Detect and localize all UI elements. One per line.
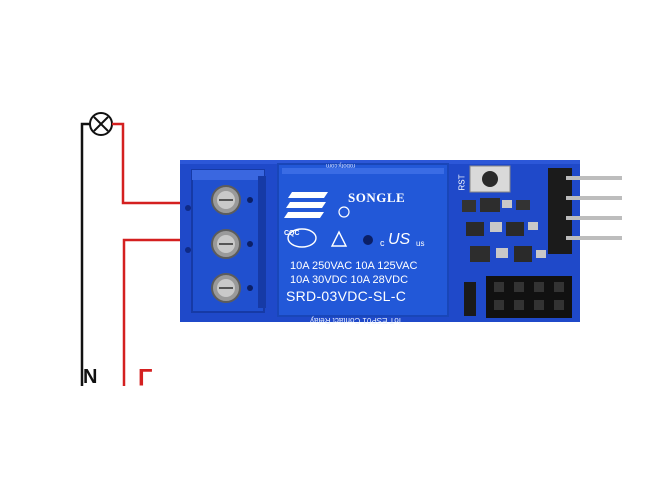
relay-rating-dc: 10A 30VDC 10A 28VDC bbox=[290, 274, 409, 286]
screw-terminal-block bbox=[191, 169, 266, 313]
terminal-wire-hole bbox=[247, 197, 253, 203]
smd-components bbox=[462, 198, 556, 316]
pcb-mounting-holes bbox=[185, 205, 191, 253]
reset-button-label: RST bbox=[457, 174, 467, 191]
terminal-wire-hole bbox=[247, 285, 253, 291]
neutral-label: N bbox=[83, 366, 98, 388]
svg-text:us: us bbox=[416, 239, 424, 248]
board-silkscreen-label: IoT ESP01 Contact Relay bbox=[310, 316, 402, 325]
reset-button bbox=[469, 165, 511, 193]
songle-logo-icon bbox=[284, 192, 328, 218]
terminal-screw bbox=[211, 229, 241, 259]
line-label: L bbox=[138, 363, 153, 390]
neutral-wire bbox=[80, 122, 90, 386]
board-website-label: roboty.com bbox=[326, 162, 356, 168]
relay-pin-dot bbox=[363, 235, 373, 245]
warning-triangle-icon bbox=[330, 230, 348, 247]
relay-brand: SONGLE bbox=[348, 190, 406, 205]
line-wire-supply bbox=[122, 238, 186, 386]
esp01-socket bbox=[486, 276, 572, 318]
line-wire-lamp bbox=[112, 122, 186, 205]
lamp-icon bbox=[89, 112, 113, 136]
terminal-screw bbox=[211, 273, 241, 303]
cqc-mark-icon bbox=[287, 228, 317, 248]
relay-component: c US us bbox=[277, 163, 449, 317]
cqc-label: CQC bbox=[284, 230, 300, 237]
registered-mark-icon bbox=[338, 206, 350, 218]
svg-text:c: c bbox=[380, 238, 385, 248]
ul-certification-icon: c US us bbox=[380, 231, 424, 248]
terminal-screw bbox=[211, 185, 241, 215]
svg-text:US: US bbox=[388, 231, 411, 248]
pcb-edge-shadow bbox=[180, 160, 580, 164]
relay-model: SRD-03VDC-SL-C bbox=[286, 288, 407, 304]
terminal-wire-hole bbox=[247, 241, 253, 247]
header-pins bbox=[548, 168, 622, 254]
relay-rating-ac: 10A 250VAC 10A 125VAC bbox=[290, 260, 418, 272]
